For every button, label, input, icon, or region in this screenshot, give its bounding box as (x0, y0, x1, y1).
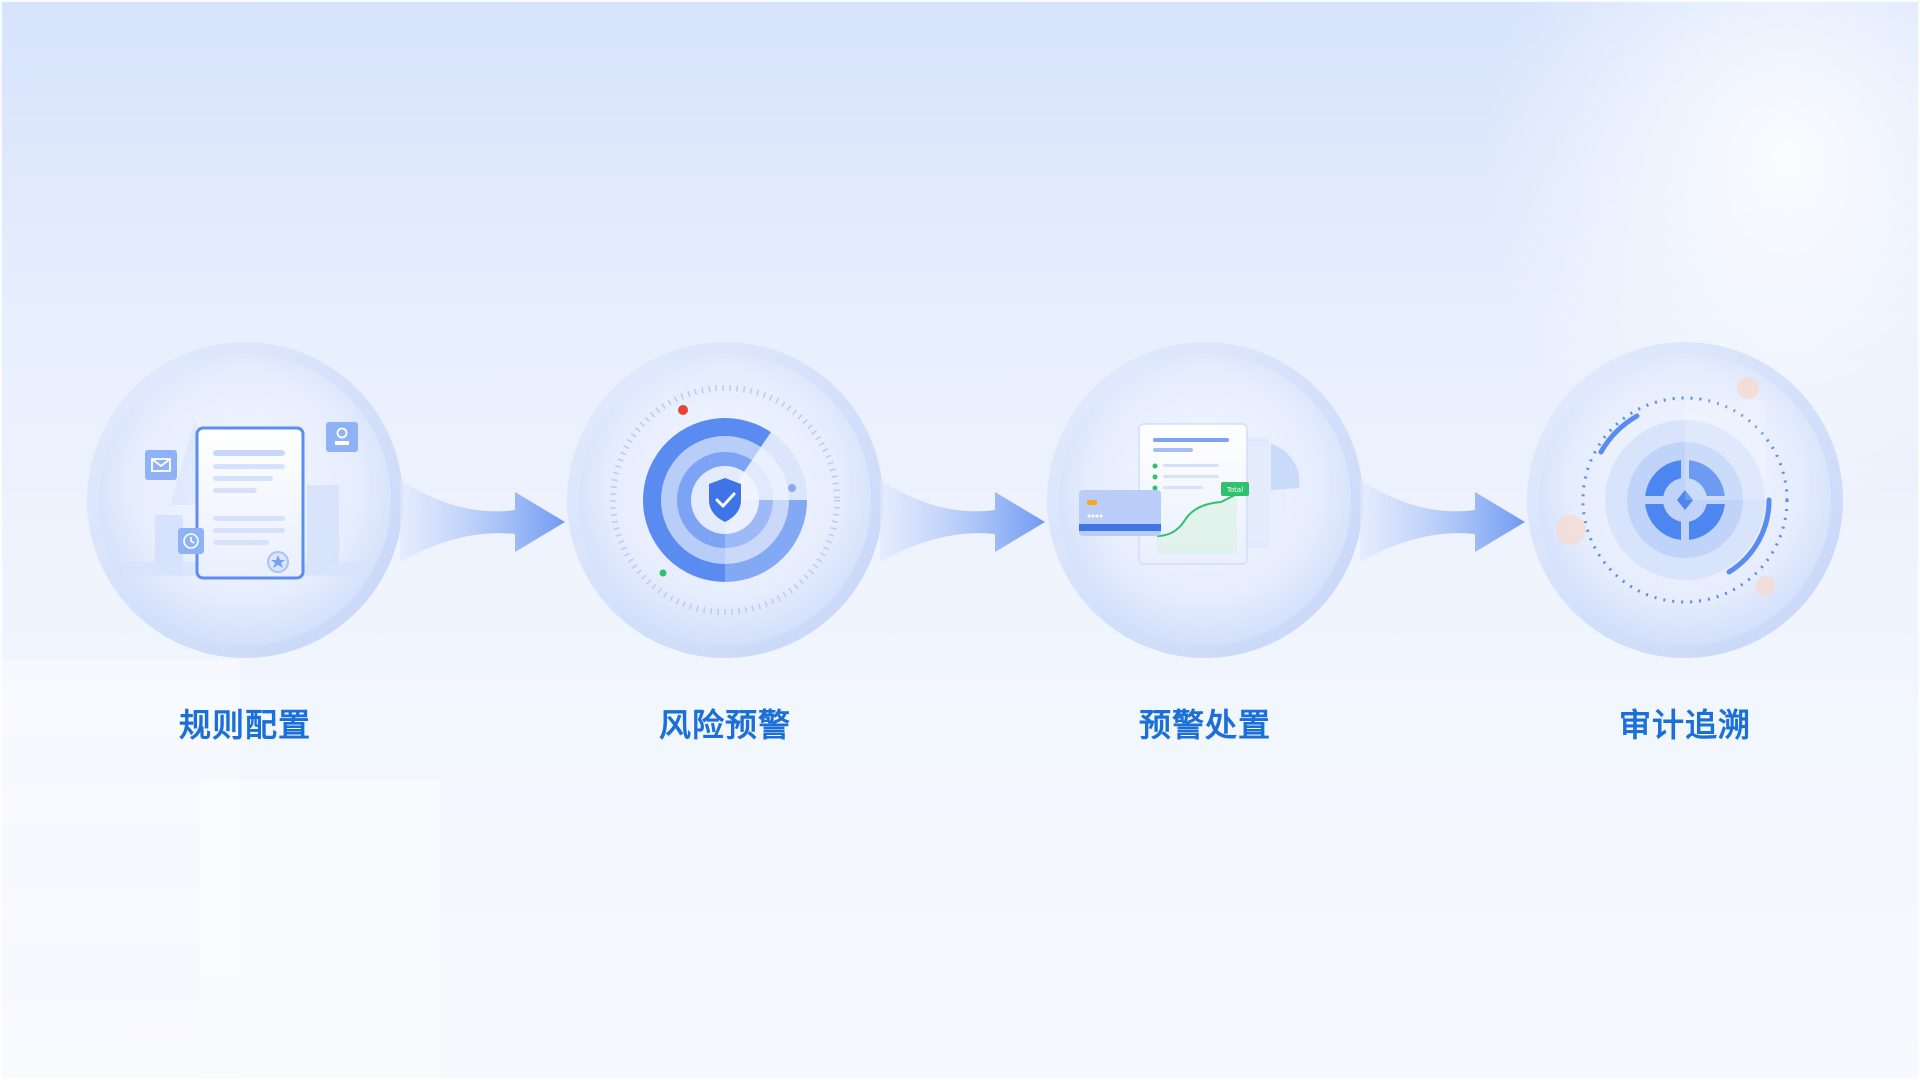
stage-rule-config (85, 340, 405, 660)
stage-warning-handling: Total (1045, 340, 1365, 660)
chart-chip-label: Total (1226, 486, 1243, 494)
stage-label-audit-trace: 审计追溯 (1618, 706, 1751, 744)
document-config-icon (87, 342, 403, 658)
card-chart-icon: Total (1047, 342, 1363, 658)
flow-arrow-2 (880, 480, 1045, 562)
stage-label-warning-handling: 预警处置 (1138, 706, 1271, 744)
background-block (200, 780, 440, 1080)
flow-arrow-3 (1360, 480, 1525, 562)
stage-risk-warning (565, 340, 885, 660)
target-trace-icon (1527, 342, 1843, 658)
stage-audit-trace (1525, 340, 1845, 660)
stage-label-rule-config: 规则配置 (178, 706, 311, 744)
shield-radar-icon (567, 342, 883, 658)
stage-label-risk-warning: 风险预警 (658, 706, 791, 744)
flow-arrow-1 (400, 480, 565, 562)
